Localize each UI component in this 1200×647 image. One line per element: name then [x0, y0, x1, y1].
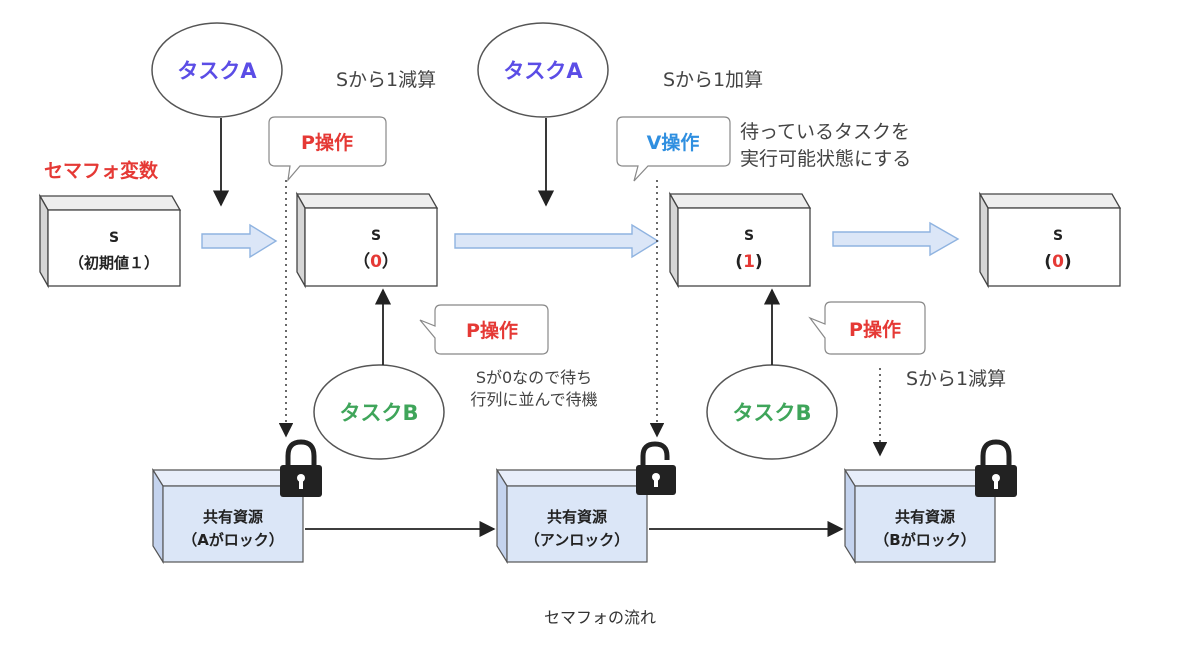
semaphore-box-after-p-value: （0）	[353, 251, 399, 272]
p-operation-callout-2: P操作	[419, 304, 549, 355]
semaphore-box-after-p-label: S	[371, 228, 381, 244]
semaphore-box-after-v-label: S	[744, 228, 754, 244]
locked-icon	[280, 439, 322, 497]
shared-resource-a-title: 共有資源	[203, 508, 263, 526]
p-operation-label-1: P操作	[301, 131, 353, 154]
task-b-ellipse-2: タスクB	[706, 364, 838, 460]
flow-arrow-1	[201, 223, 278, 259]
shared-resource-unlocked-title: 共有資源	[547, 508, 607, 526]
semaphore-box-initial-value: （初期値１）	[69, 254, 159, 272]
shared-resource-b-locked: 共有資源 （Bがロック）	[843, 467, 997, 565]
semaphore-box-initial-label: S	[109, 230, 119, 246]
task-a-ellipse-1: タスクA	[151, 22, 283, 118]
p-operation-label-2: P操作	[466, 319, 518, 342]
task-a-label-1: タスクA	[177, 59, 257, 83]
v-operation-label: V操作	[647, 131, 700, 154]
flow-arrow-3	[832, 221, 960, 257]
unlocked-icon	[636, 441, 676, 495]
wait-note-line1: Sが0なので待ち	[476, 368, 592, 387]
flow-arrow-2	[454, 223, 660, 259]
task-b-label-1: タスクB	[339, 401, 418, 425]
figure-caption: セマフォの流れ	[543, 608, 656, 627]
s-plus-one-note: Sから1加算	[663, 69, 763, 91]
semaphore-box-final-label: S	[1053, 228, 1063, 244]
locked-icon	[975, 439, 1017, 497]
v-operation-callout: V操作	[616, 116, 731, 182]
p-operation-label-3: P操作	[849, 318, 901, 341]
v-note-line1: 待っているタスクを	[740, 121, 910, 143]
semaphore-box-final-value: (0)	[1044, 252, 1071, 272]
v-note-line2: 実行可能状態にする	[740, 148, 911, 170]
shared-resource-b-state: （Bがロック）	[874, 531, 975, 549]
semaphore-box-after-p: S （0）	[295, 191, 439, 289]
task-b-ellipse-1: タスクB	[313, 364, 445, 460]
semaphore-box-after-v-value: (1)	[735, 252, 762, 272]
semaphore-box-final: S (0)	[978, 191, 1122, 289]
p-operation-callout-3: P操作	[808, 301, 926, 355]
p-operation-callout-1: P操作	[268, 116, 387, 182]
shared-resource-b-title: 共有資源	[895, 508, 955, 526]
task-a-label-2: タスクA	[503, 59, 583, 83]
semaphore-box-after-v: S (1)	[668, 191, 812, 289]
shared-resource-unlocked: 共有資源 （アンロック）	[495, 467, 649, 565]
shared-resource-a-state: （Aがロック）	[182, 531, 284, 549]
semaphore-flow-diagram: セマフォ変数 タスクA タスクA タスクB タスクB Sから1減算 Sから1加算…	[38, 22, 1122, 565]
s-minus-one-note-1: Sから1減算	[336, 69, 436, 91]
task-a-ellipse-2: タスクA	[477, 22, 609, 118]
wait-note-line2: 行列に並んで待機	[470, 390, 597, 409]
semaphore-variable-label: セマフォ変数	[44, 159, 159, 182]
shared-resource-a-locked: 共有資源 （Aがロック）	[151, 467, 305, 565]
task-b-label-2: タスクB	[732, 401, 811, 425]
semaphore-box-initial: S （初期値１）	[38, 193, 182, 289]
shared-resource-unlocked-state: （アンロック）	[525, 531, 629, 549]
s-minus-one-note-2: Sから1減算	[906, 368, 1006, 390]
